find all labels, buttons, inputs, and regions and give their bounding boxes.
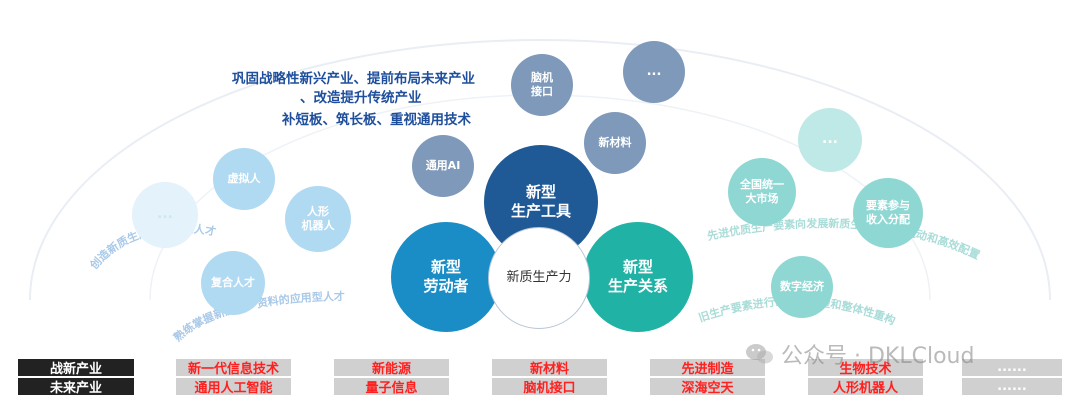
circle-new-relations: 新型 生产关系 (583, 222, 693, 332)
outer-arc (29, 39, 1051, 301)
headline-3: 补短板、筑长板、重视通用技术 (282, 112, 471, 128)
cell-r1-c1: 新一代信息技术 (176, 359, 291, 377)
row-label-future: 未来产业 (18, 378, 134, 396)
cell-r1-c3: 新材料 (492, 359, 607, 377)
circle-new-workers: 新型 劳动者 (391, 222, 501, 332)
circle-core: 新质生产力 (488, 227, 590, 329)
wechat-icon (745, 342, 775, 366)
cell-r2-c3: 脑机接口 (492, 378, 607, 396)
headline-1: 巩固战略性新兴产业、提前布局未来产业 (232, 71, 475, 87)
cell-r2-c6: ...... (962, 378, 1062, 395)
cell-r1-c5: 生物技术 (808, 359, 923, 377)
cell-r2-c5: 人形机器人 (808, 378, 923, 396)
cell-r1-c4: 先进制造 (650, 359, 765, 377)
bubble-workers-more: ... (132, 182, 198, 248)
bubble-brain-interface: 脑机 接口 (511, 54, 573, 116)
bubble-general-ai: 通用AI (412, 135, 474, 197)
cell-r2-c1: 通用人工智能 (176, 378, 291, 396)
bubble-unified-market: 全国统一 大市场 (728, 158, 796, 226)
watermark: 公众号 · DKLCloud (745, 338, 974, 370)
row-label-strategic: 战新产业 (18, 359, 134, 377)
cell-r1-c2: 新能源 (334, 359, 449, 377)
bubble-composite-talent: 复合人才 (201, 251, 265, 315)
cell-r1-c6: ...... (962, 359, 1062, 376)
bubble-new-materials: 新材料 (584, 112, 646, 174)
bubble-tools-more: ... (623, 41, 685, 103)
bubble-factor-distribution: 要素参与 收入分配 (853, 178, 923, 248)
watermark-text: 公众号 · DKLCloud (781, 344, 975, 369)
headline-2: 、改造提升传统产业 (300, 90, 422, 106)
bubble-relations-more: ... (798, 108, 862, 172)
bubble-virtual-human: 虚拟人 (213, 148, 275, 210)
bubble-digital-economy: 数字经济 (771, 256, 833, 318)
cell-r2-c4: 深海空天 (650, 378, 765, 396)
cell-r2-c2: 量子信息 (334, 378, 449, 396)
bubble-humanoid-robot: 人形 机器人 (285, 186, 351, 252)
